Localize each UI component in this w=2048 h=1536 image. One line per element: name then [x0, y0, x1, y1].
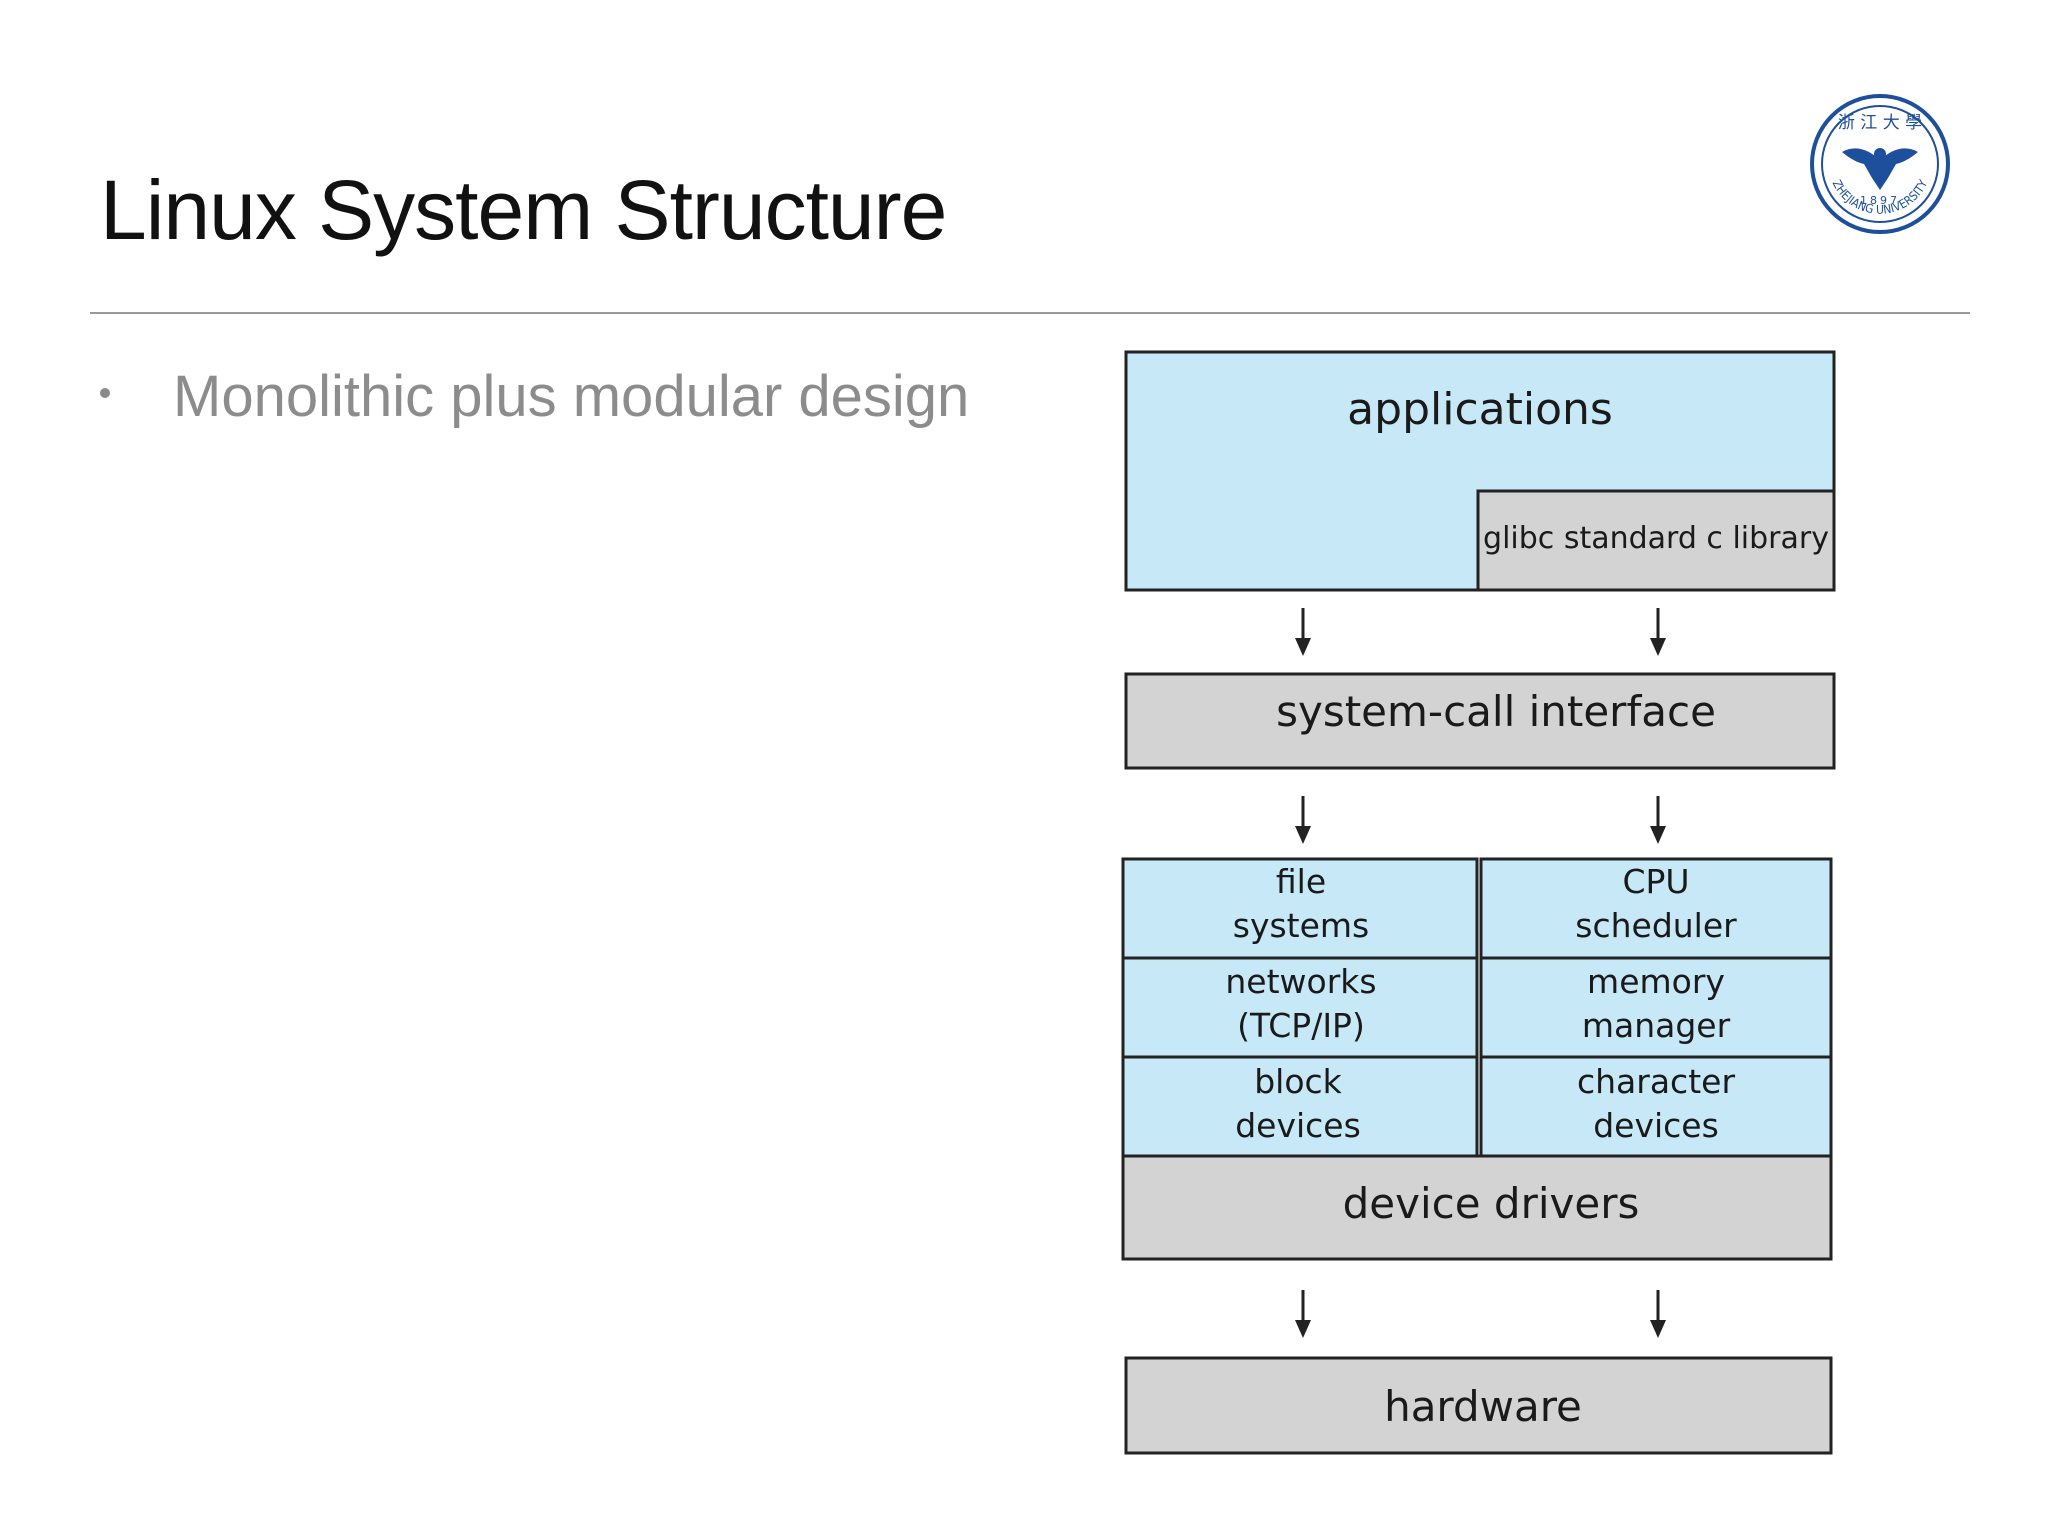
file-systems-line1: file [1276, 862, 1326, 901]
arrow-down-icon [1650, 608, 1666, 656]
memory-manager-line1: memory [1587, 962, 1725, 1001]
glibc-box [1476, 489, 1836, 592]
bullet-text: Monolithic plus modular design [173, 364, 970, 429]
module-cpu-scheduler [1479, 857, 1833, 960]
file-systems-line2: systems [1233, 906, 1370, 945]
logo-chinese: 浙 江 大 學 [1838, 113, 1922, 133]
module-networks [1121, 956, 1479, 1059]
module-file-systems [1121, 857, 1479, 960]
arrow-down-icon [1650, 1290, 1666, 1338]
block-devices-line2: devices [1235, 1106, 1361, 1145]
cpu-scheduler-line2: scheduler [1575, 906, 1737, 945]
networks-line2: (TCP/IP) [1237, 1006, 1365, 1045]
applications-label: applications [1347, 384, 1613, 435]
cpu-scheduler-line1: CPU [1622, 862, 1689, 901]
arrow-down-icon [1295, 608, 1311, 656]
hardware-box [1124, 1356, 1833, 1455]
module-character-devices [1479, 1055, 1833, 1158]
syscall-label: system-call interface [1276, 687, 1716, 736]
module-block-devices [1121, 1055, 1479, 1158]
bullet-dot [100, 388, 110, 398]
glibc-label: glibc standard c library [1483, 521, 1829, 556]
zju-logo: 浙 江 大 學 1897 ZHEJIANG UNIVERSITY [1810, 94, 1950, 234]
device-drivers-box [1121, 1154, 1833, 1261]
arrow-down-icon [1295, 1290, 1311, 1338]
device-drivers-label: device drivers [1343, 1179, 1640, 1228]
character-devices-line2: devices [1593, 1106, 1719, 1145]
eagle-icon [1842, 148, 1918, 190]
syscall-box [1124, 672, 1836, 770]
block-devices-line1: block [1254, 1062, 1342, 1101]
arrow-down-icon [1295, 796, 1311, 844]
networks-line1: networks [1225, 962, 1376, 1001]
arrow-down-icon [1650, 796, 1666, 844]
character-devices-line1: character [1577, 1062, 1735, 1101]
logo-year: 1897 [1860, 194, 1900, 207]
hardware-label: hardware [1384, 1382, 1582, 1431]
slide-title: Linux System Structure [100, 163, 947, 257]
memory-manager-line2: manager [1582, 1006, 1731, 1045]
title-divider [90, 312, 1970, 314]
